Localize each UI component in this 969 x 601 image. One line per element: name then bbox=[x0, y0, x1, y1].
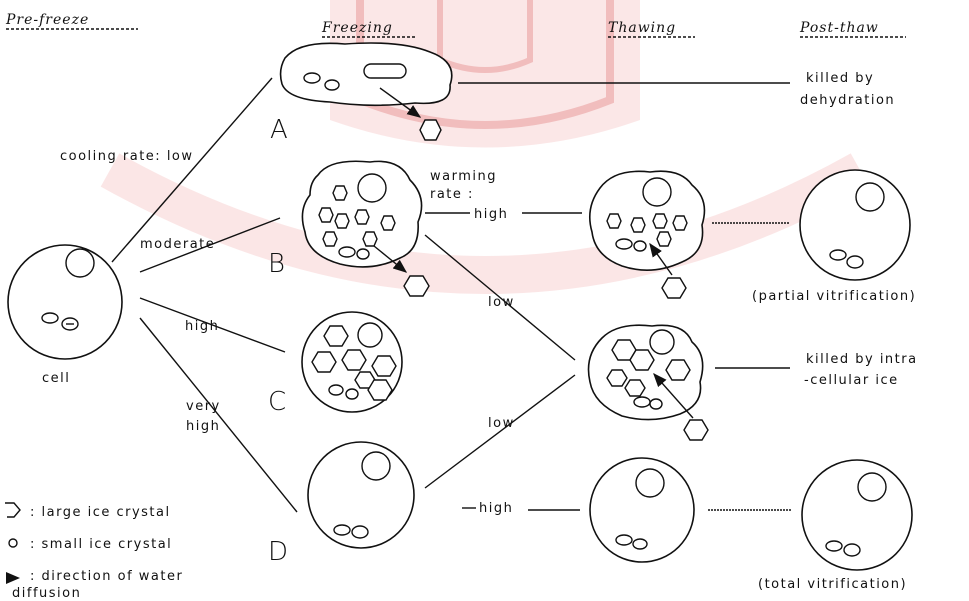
cell-a-freezing bbox=[281, 43, 452, 140]
small-ice-crystal-icon bbox=[9, 539, 17, 547]
warm-high-d-label: high bbox=[479, 501, 513, 516]
legend-large-label: : large ice crystal bbox=[30, 505, 171, 520]
cell-c-thawing bbox=[589, 325, 709, 440]
legend-direction-label-2: diffusion bbox=[12, 586, 81, 601]
prefreeze-cell bbox=[8, 245, 122, 359]
letter-c: C bbox=[268, 387, 286, 417]
letter-d: D bbox=[268, 537, 288, 567]
cell-d-post-thaw bbox=[802, 460, 912, 570]
header-post-thaw: Post-thaw bbox=[799, 20, 879, 36]
warm-low-b-label: low bbox=[488, 295, 515, 310]
cell-b-thawing bbox=[590, 171, 705, 298]
outcome-c-line1: killed by intra bbox=[806, 352, 918, 367]
rate-high-label: high bbox=[185, 319, 219, 334]
warming-rate-label-2: rate : bbox=[430, 187, 474, 202]
rate-very-high-label-1: very bbox=[186, 399, 221, 414]
outcome-a-line2: dehydration bbox=[800, 93, 895, 108]
letter-b: B bbox=[268, 249, 285, 279]
warm-low-d-label: low bbox=[488, 416, 515, 431]
rate-very-high-label-2: high bbox=[186, 419, 220, 434]
cell-d-freezing bbox=[308, 442, 414, 548]
cell-d-thawing bbox=[590, 458, 694, 562]
outcome-a-line1: killed by bbox=[806, 71, 874, 86]
cell-c-freezing bbox=[302, 312, 402, 412]
cell-label: cell bbox=[42, 371, 70, 386]
rate-moderate-label: moderate bbox=[140, 237, 215, 252]
outcome-b-label: (partial vitrification) bbox=[752, 289, 916, 304]
outcome-c-line2: -cellular ice bbox=[804, 373, 899, 388]
header-thawing: Thawing bbox=[608, 20, 676, 36]
legend: : large ice crystal : small ice crystal … bbox=[5, 503, 183, 601]
legend-small-label: : small ice crystal bbox=[30, 537, 172, 552]
warm-high-b-label: high bbox=[474, 207, 508, 222]
header-freezing: Freezing bbox=[321, 20, 393, 36]
rate-low-label: cooling rate: low bbox=[60, 149, 194, 164]
warming-rate-label-1: warming bbox=[430, 169, 497, 184]
letter-a: A bbox=[270, 115, 288, 145]
outcome-d-label: (total vitrification) bbox=[758, 577, 907, 592]
header-pre-freeze: Pre-freeze bbox=[5, 12, 89, 28]
cell-b-post-thaw bbox=[800, 170, 910, 280]
water-direction-icon bbox=[6, 572, 20, 584]
cell-b-freezing bbox=[302, 161, 429, 296]
legend-direction-label-1: : direction of water bbox=[30, 569, 183, 584]
large-ice-crystal-icon bbox=[5, 503, 20, 517]
